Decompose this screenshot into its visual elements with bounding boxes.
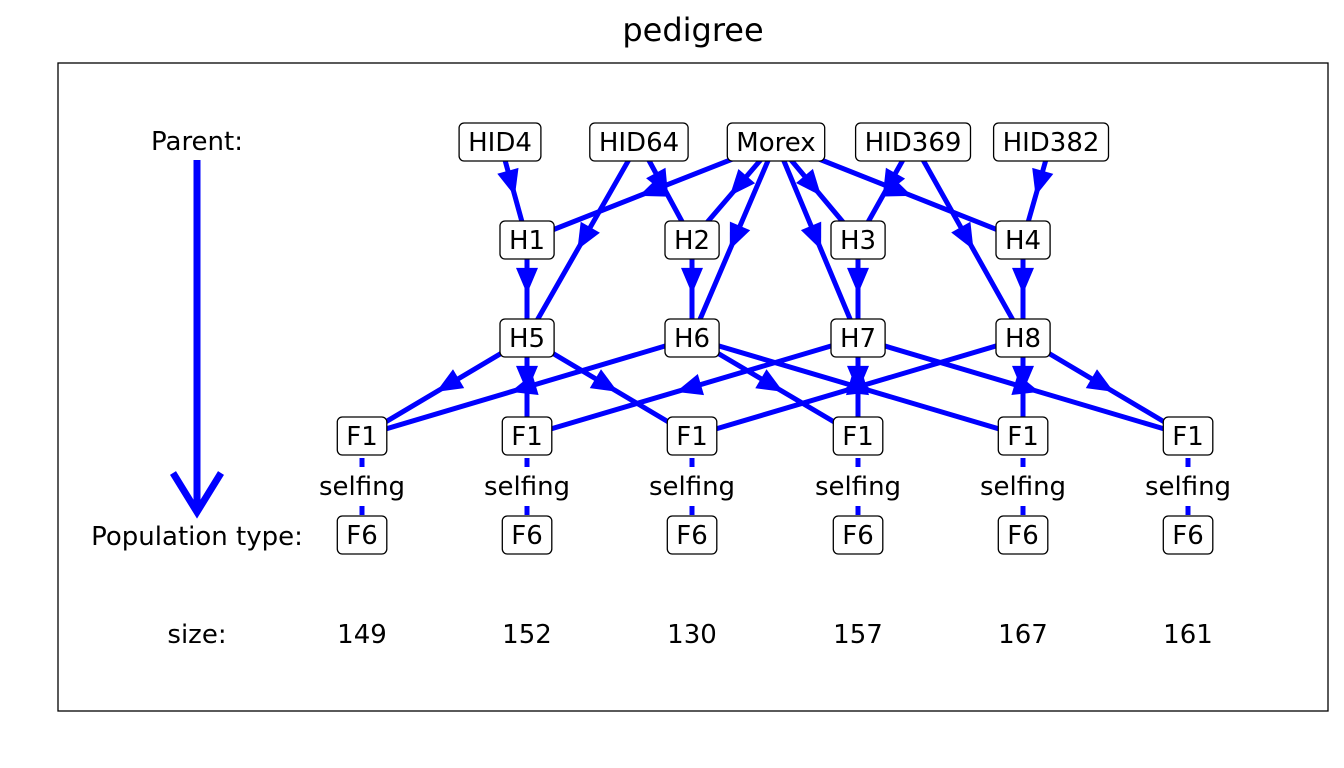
parent-row-label: Parent: [151,127,243,157]
f1-node: F1 [336,416,388,456]
selfing-label: selfing [319,472,405,502]
svg-text:HID4: HID4 [468,128,532,158]
selfing-link: selfing [312,458,412,515]
svg-text:F6: F6 [346,521,378,551]
population-size: 152 [502,620,552,650]
pedigree-edge [1020,335,1191,439]
population-node: F6 [336,515,388,555]
svg-text:F1: F1 [676,422,708,452]
svg-text:HID64: HID64 [599,128,679,158]
population-size: 149 [337,620,387,650]
population-node: F6 [666,515,718,555]
svg-text:F6: F6 [1007,521,1039,551]
parent-node: HID64 [589,122,689,162]
population-node: F6 [1162,515,1214,555]
svg-text:F6: F6 [676,521,708,551]
population-node: F6 [832,515,884,555]
parent-node: Morex [726,122,826,162]
selfing-label: selfing [980,472,1066,502]
pedigree-edge [524,335,861,439]
pedigree-edge [524,335,695,439]
population-size: 167 [998,620,1048,650]
hybrid-node: H2 [664,220,720,260]
selfing-link: selfing [808,458,908,515]
selfing-link: selfing [477,458,577,515]
svg-text:H7: H7 [840,324,876,354]
selfing-label: selfing [649,472,735,502]
svg-text:HID382: HID382 [1003,128,1100,158]
svg-text:F6: F6 [842,521,874,551]
pedigree-edge [689,139,779,341]
svg-text:F1: F1 [1007,422,1039,452]
generation-arrow [170,160,224,519]
population-node: F6 [997,515,1049,555]
selfing-label: selfing [1145,472,1231,502]
selfing-link: selfing [973,458,1073,515]
selfing-label: selfing [815,472,901,502]
svg-text:F6: F6 [511,521,543,551]
pedigree-edge [855,335,1191,439]
selfing-label: selfing [484,472,570,502]
svg-text:HID369: HID369 [865,128,962,158]
svg-text:F1: F1 [346,422,378,452]
f1-node: F1 [997,416,1049,456]
plot-frame [57,62,1329,712]
svg-text:H4: H4 [1005,226,1041,256]
parent-node: HID4 [458,122,542,162]
selfing-link: selfing [1138,458,1238,515]
svg-text:F1: F1 [842,422,874,452]
svg-text:F6: F6 [1172,521,1204,551]
svg-text:H8: H8 [1005,324,1041,354]
pedigree-edge [910,139,1026,341]
hybrid-node: H8 [995,318,1051,358]
hybrid-node: H4 [995,220,1051,260]
svg-text:H1: H1 [509,226,545,256]
pedigree-edge [773,139,861,341]
size-layer: 149 152 130 157 167 161 [337,620,1213,650]
svg-text:H6: H6 [674,324,710,354]
f1-node: F1 [501,416,553,456]
pedigree-edge [689,335,1026,439]
pedigree-edge [524,139,642,341]
hybrid-node: H3 [830,220,886,260]
size-row-label: size: [167,620,226,650]
hybrid-node: H5 [499,318,555,358]
pedigree-edge [359,335,530,439]
population-size: 157 [833,620,883,650]
svg-text:H3: H3 [840,226,876,256]
f1-node: F1 [666,416,718,456]
diagram-title: pedigree [622,11,763,49]
selfing-link: selfing [642,458,742,515]
svg-text:F1: F1 [511,422,543,452]
population-size: 130 [667,620,717,650]
population-type-row-label: Population type: [91,522,303,552]
hybrid-node: H7 [830,318,886,358]
svg-text:Morex: Morex [736,128,815,158]
hybrid-node: H6 [664,318,720,358]
svg-text:H5: H5 [509,324,545,354]
pedigree-edge [689,335,861,439]
population-node: F6 [501,515,553,555]
parent-node: HID382 [992,122,1110,162]
svg-text:F1: F1 [1172,422,1204,452]
population-size: 161 [1163,620,1213,650]
hybrid-node: H1 [499,220,555,260]
svg-text:H2: H2 [674,226,710,256]
parent-node: HID369 [854,122,972,162]
f1-node: F1 [832,416,884,456]
f1-node: F1 [1162,416,1214,456]
edge-layer: selfing selfing selfing selfing selfing selfi… [312,139,1238,515]
